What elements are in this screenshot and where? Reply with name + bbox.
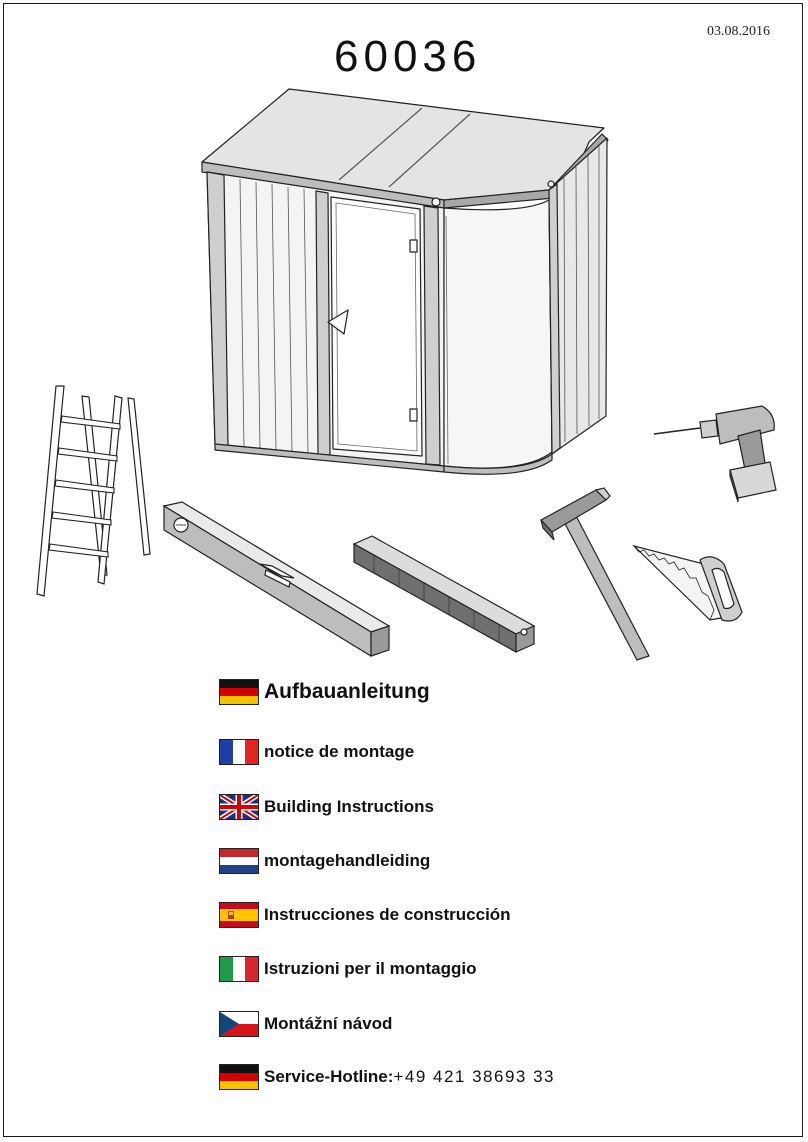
model-number: 60036	[334, 32, 482, 81]
spirit-level-icon	[162, 501, 391, 658]
language-label: Instrucciones de construcción	[264, 905, 511, 924]
language-row-italian: Istruzioni per il montaggio	[219, 955, 477, 983]
folding-rule-icon	[352, 535, 536, 654]
spain-flag-icon	[219, 902, 259, 928]
cover-page: 03.08.2016 60036	[3, 3, 803, 1137]
language-row-german: Aufbauanleitung	[219, 678, 430, 706]
language-label: Aufbauanleitung	[264, 680, 430, 703]
shed-icon	[201, 88, 609, 475]
germany-flag-icon	[219, 679, 259, 705]
language-row-english: Building Instructions	[219, 793, 434, 821]
czech-flag-icon	[219, 1011, 259, 1037]
ladder-icon	[36, 385, 151, 597]
language-label: Building Instructions	[264, 797, 434, 816]
hotline-label: Service-Hotline:	[264, 1067, 394, 1086]
language-label: montagehandleiding	[264, 851, 431, 870]
language-label: Montážní návod	[264, 1014, 393, 1033]
italy-flag-icon	[219, 956, 259, 982]
saw-icon	[631, 544, 743, 622]
language-row-french: notice de montage	[219, 738, 414, 766]
germany-flag-icon	[219, 1064, 259, 1090]
hammer-icon	[540, 487, 650, 661]
hotline-number: +49 421 38693 33	[393, 1067, 555, 1086]
language-label: notice de montage	[264, 742, 415, 761]
cover-illustration	[36, 88, 777, 661]
language-row-spanish: Instrucciones de construcción	[219, 901, 511, 929]
netherlands-flag-icon	[219, 848, 259, 874]
france-flag-icon	[219, 739, 259, 765]
language-row-czech: Montážní návod	[219, 1010, 392, 1038]
uk-flag-icon	[219, 794, 259, 820]
language-row-dutch: montagehandleiding	[219, 847, 430, 875]
drill-icon	[653, 405, 777, 503]
document-date: 03.08.2016	[707, 24, 770, 39]
language-label: Istruzioni per il montaggio	[264, 959, 477, 978]
service-hotline-row: Service-Hotline: +49 421 38693 33	[219, 1063, 555, 1091]
